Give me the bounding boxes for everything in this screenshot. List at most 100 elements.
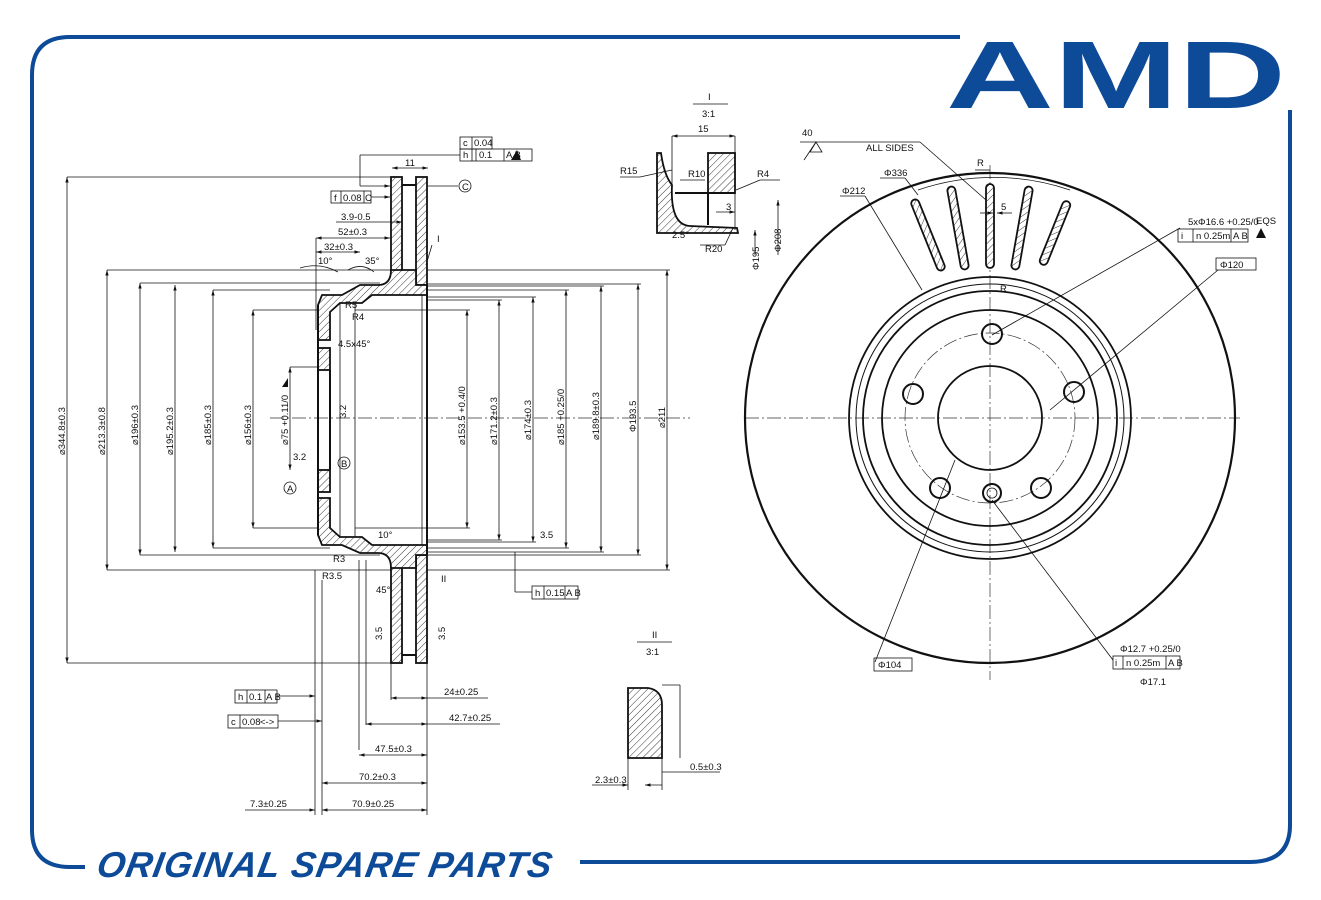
detail-I-r15: R15 [620,166,637,177]
detail-II-scale: 3:1 [646,647,659,658]
tol-f-value: 0.08 [343,193,362,204]
dim-left-0: ⌀344.8±0.3 [57,407,68,455]
amd-logo: AMD [946,22,1286,129]
front-eqs: EQS [1256,216,1276,227]
front-view: 40 ALL SIDES R R Φ336 Φ212 5 5xΦ16.6 +0.… [743,128,1276,688]
dim-left-2: ⌀196±0.3 [130,405,141,445]
detail-I-angle: 2.5° [672,230,689,241]
angle-10: 10° [318,256,333,267]
detail-II-dim-0-5: 0.5±0.3 [690,762,722,773]
dim-left-6: ⌀75 +0.11/0 [280,395,291,445]
tol-runout-symbol: h [535,588,540,599]
detail-I-title: I [708,92,711,103]
dim-right-1: ⌀171.2±0.3 [489,397,500,445]
footer-slogan: ORIGINAL SPARE PARTS [94,844,556,885]
tol-bottom2-ref: <-> [260,717,275,728]
datum-b: B [341,459,347,470]
side-section-view: ⌀344.8±0.3 ⌀213.3±0.8 ⌀196±0.3 ⌀195.2±0.… [57,136,690,815]
dim-52: 52±0.3 [338,227,367,238]
detail-I-scale: 3:1 [702,109,715,120]
front-radius-r-inner: R [1000,284,1007,295]
front-vane-width-5: 5 [1001,202,1006,213]
angle-10-lower: 10° [378,530,393,541]
tol-h-value: 0.1 [479,150,492,161]
vent-vanes [910,183,1072,272]
dim-47-5: 47.5±0.3 [375,744,412,755]
front-d212: Φ212 [842,186,865,197]
radius-r3-5: R3.5 [322,571,342,582]
tol-c-symbol: c [463,138,468,149]
brand-logo-text: AMD [946,22,1286,129]
tol-bottom1-ref: A B [266,692,281,703]
tol-f-ref: C [365,193,372,204]
roughness-3-5: 3.5 [540,530,553,541]
front-holes-tol-ref: A B [1233,231,1248,242]
roughness-3-5-right: 3.5 [437,627,448,640]
tol-h-symbol: h [463,150,468,161]
tol-bottom1-value: 0.1 [249,692,262,703]
front-pin-hole: Φ12.7 +0.25/0 [1120,644,1181,655]
tol-runout-value: 0.15 [546,588,565,599]
radius-r3: R3 [333,554,345,565]
detail-I-r4: R4 [757,169,769,180]
dim-7-3: 7.3±0.25 [250,799,287,810]
dim-42-7: 42.7±0.25 [449,713,491,724]
front-holes-tol-symbol: i [1181,231,1183,242]
dim-right-5: Φ193.5 [628,401,639,432]
dim-right-3: ⌀185 +0.25/0 [556,389,567,445]
front-bolt-holes: 5xΦ16.6 +0.25/0 [1188,217,1259,228]
detail-I-width-3: 3 [726,202,731,213]
front-d17-1: Φ17.1 [1140,677,1166,688]
tol-c-value: 0.04 [474,138,493,149]
detail-II-marker: II [441,574,446,585]
datum-a: A [287,484,294,495]
dim-70-9: 70.9±0.25 [352,799,394,810]
detail-I-r20: R20 [705,244,722,255]
tol-h-ref: A B [506,150,521,161]
detail-I-d195: Φ195 [751,247,762,270]
front-radius-r: R [977,158,984,169]
front-d120: Φ120 [1220,260,1243,271]
front-pin-tol-symbol: i [1115,658,1117,669]
dim-3-9: 3.9-0.5 [341,212,371,223]
angle-45: 45° [376,585,391,596]
detail-I-r10: R10 [688,169,705,180]
frame-border [30,35,1292,869]
dim-left-4: ⌀185±0.3 [203,405,214,445]
dim-left-1: ⌀213.3±0.8 [97,407,108,455]
chamfer: 4.5x45° [338,339,371,350]
detail-II-dim-2-3: 2.3±0.3 [595,775,627,786]
dim-11: 11 [405,158,415,169]
roughness-3-2: 3.2 [338,405,349,418]
roughness-3-5-left: 3.5 [374,627,385,640]
dim-24: 24±0.25 [444,687,478,698]
dim-right-6: ⌀211 [657,407,668,428]
detail-I-marker: I [437,234,440,245]
front-all-sides: ALL SIDES [866,143,914,154]
tol-bottom1-symbol: h [238,692,243,703]
front-roughness-40: 40 [802,128,813,139]
dim-right-4: ⌀189.8±0.3 [591,392,602,440]
detail-II-title: II [652,630,657,641]
front-pin-tol-value: n 0.25m [1126,658,1160,669]
datum-triangle [282,378,288,387]
tol-runout-ref: A B [566,588,581,599]
dim-right-0: ⌀153.5 +0.4/0 [457,386,468,445]
tol-bottom2-value: 0.08 [242,717,261,728]
detail-I-d208: Φ208 [773,229,784,252]
bolt-holes [902,323,1085,503]
front-d104: Φ104 [878,660,901,671]
radius-r5: R5 [345,300,357,311]
dim-70-2: 70.2±0.3 [359,772,396,783]
tol-f-symbol: f [334,193,337,204]
front-pin-tol-ref: A B [1168,658,1183,669]
roughness-3-2-b: 3.2 [293,452,306,463]
detail-I-width-15: 15 [698,124,709,135]
front-holes-tol-value: n 0.25m [1196,231,1230,242]
datum-c: C [462,182,469,193]
tol-bottom2-symbol: c [231,717,236,728]
front-d336: Φ336 [884,168,907,179]
dim-left-3: ⌀195.2±0.3 [165,407,176,455]
angle-35: 35° [365,256,380,267]
